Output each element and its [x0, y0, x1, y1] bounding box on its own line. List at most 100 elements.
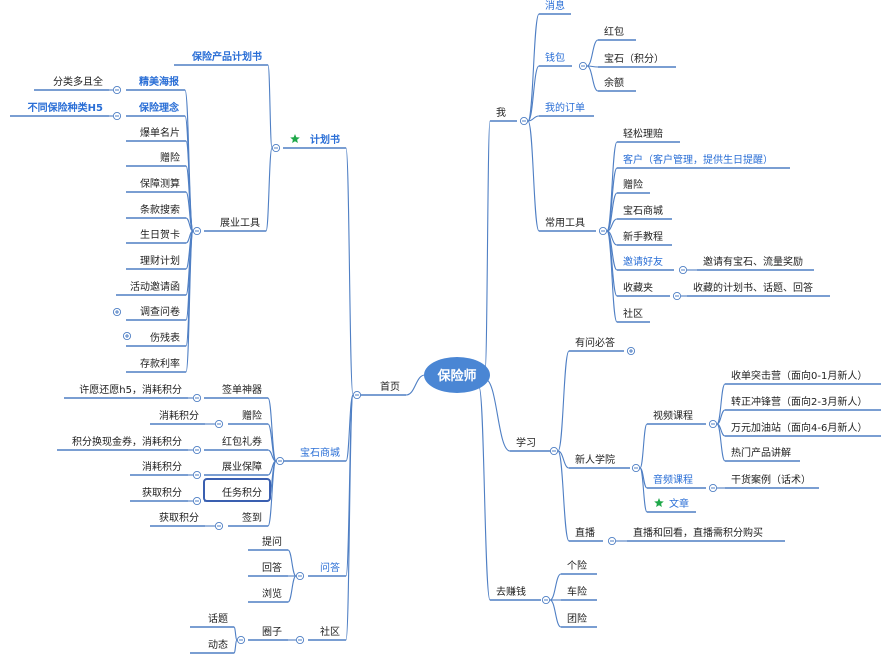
node-cunkuan[interactable]: 存款利率	[140, 357, 180, 370]
node-quanzi[interactable]: 圈子	[262, 626, 282, 638]
collapse-toggle-icon[interactable]	[541, 595, 551, 605]
node-huati[interactable]: 话题	[208, 613, 228, 625]
node-chexian[interactable]: 车险	[567, 585, 587, 598]
node-tuanxian[interactable]: 团险	[567, 612, 587, 625]
collapse-toggle-icon[interactable]	[631, 463, 641, 473]
node-wenda[interactable]: 问答	[320, 561, 340, 574]
node-zengxian[interactable]: 赠险	[623, 178, 643, 191]
node-qiandao_note[interactable]: 获取积分	[159, 512, 199, 524]
node-shengri[interactable]: 生日贺卡	[140, 228, 180, 241]
collapse-toggle-icon[interactable]	[708, 483, 718, 493]
collapse-toggle-icon[interactable]	[214, 521, 224, 531]
node-tiwen[interactable]: 提问	[262, 535, 282, 548]
node-renwu_note[interactable]: 获取积分	[142, 487, 182, 499]
node-cesuan[interactable]: 保障测算	[140, 177, 180, 190]
node-xinshou[interactable]: 新手教程	[623, 230, 663, 243]
node-linian[interactable]: 保险理念	[138, 101, 179, 114]
node-shipin[interactable]: 视频课程	[653, 409, 693, 422]
node-jingmei[interactable]: 精美海报	[139, 75, 179, 88]
node-shequ[interactable]: 社区	[320, 625, 340, 638]
node-shequ_r[interactable]: 社区	[623, 307, 643, 320]
collapse-toggle-icon[interactable]	[112, 111, 122, 121]
node-baoshishangcheng[interactable]: 宝石商城	[300, 446, 340, 459]
node-v1[interactable]: 收单突击营（面向0-1月新人）	[731, 369, 867, 382]
node-youwen[interactable]: 有问必答	[575, 336, 615, 349]
node-v4[interactable]: 热门产品讲解	[731, 446, 791, 459]
node-butong[interactable]: 不同保险种类H5	[28, 101, 103, 114]
node-yinpin[interactable]: 音频课程	[653, 473, 693, 486]
node-shouye[interactable]: 首页	[380, 380, 400, 393]
collapse-toggle-icon[interactable]	[275, 456, 285, 466]
node-licai[interactable]: 理财计划	[140, 254, 180, 267]
collapse-toggle-icon[interactable]	[214, 419, 224, 429]
expand-toggle-icon[interactable]	[122, 331, 132, 341]
expand-toggle-icon[interactable]	[112, 307, 122, 317]
node-v3[interactable]: 万元加油站（面向4-6月新人）	[731, 421, 867, 434]
node-xuexi[interactable]: 学习	[516, 436, 536, 449]
node-wo[interactable]: 我	[496, 107, 506, 119]
node-qiandao[interactable]: 签到	[242, 511, 262, 524]
node-hongbaolijuan[interactable]: 红包礼券	[222, 435, 262, 448]
node-zhanyebaozhang_note[interactable]: 消耗积分	[142, 460, 182, 473]
node-huodong[interactable]: 活动邀请函	[130, 280, 180, 293]
node-zhanye[interactable]: 展业工具	[220, 217, 260, 229]
collapse-toggle-icon[interactable]	[271, 143, 281, 153]
node-yaoqing_note[interactable]: 邀请有宝石、流量奖励	[703, 255, 803, 268]
collapse-toggle-icon[interactable]	[549, 446, 559, 456]
collapse-toggle-icon[interactable]	[192, 496, 202, 506]
node-ganhuo[interactable]: 干货案例（话术）	[731, 473, 811, 486]
expand-toggle-icon[interactable]	[626, 346, 636, 356]
node-v2[interactable]: 转正冲锋营（面向2-3月新人）	[731, 395, 867, 408]
node-qiandan_note[interactable]: 许愿还愿h5，消耗积分	[79, 383, 182, 396]
node-hongbao[interactable]: 红包	[604, 25, 624, 38]
node-diaocha[interactable]: 调查问卷	[140, 305, 180, 318]
node-baodan[interactable]: 爆单名片	[140, 126, 180, 139]
node-changyong[interactable]: 常用工具	[545, 216, 585, 229]
collapse-toggle-icon[interactable]	[708, 419, 718, 429]
node-baoshi[interactable]: 宝石（积分）	[604, 52, 664, 65]
node-wenzhang[interactable]: 文章	[669, 497, 689, 510]
node-baoxianchanpin[interactable]: 保险产品计划书	[191, 50, 262, 63]
node-qingsong[interactable]: 轻松理赔	[623, 127, 663, 140]
node-wodedingdan[interactable]: 我的订单	[545, 101, 585, 114]
collapse-toggle-icon[interactable]	[672, 291, 682, 301]
node-jihuashu[interactable]: 计划书	[310, 133, 340, 146]
node-zhibo_note[interactable]: 直播和回看，直播需积分购买	[633, 526, 763, 539]
node-zengxian_l[interactable]: 赠险	[160, 151, 180, 164]
collapse-toggle-icon[interactable]	[192, 445, 202, 455]
node-yaoqing[interactable]: 邀请好友	[623, 255, 663, 268]
node-tiaokuan[interactable]: 条款搜索	[140, 203, 180, 216]
collapse-toggle-icon[interactable]	[192, 393, 202, 403]
collapse-toggle-icon[interactable]	[352, 390, 362, 400]
node-liulan[interactable]: 浏览	[262, 587, 282, 600]
node-dongtai[interactable]: 动态	[208, 638, 228, 651]
collapse-toggle-icon[interactable]	[236, 635, 246, 645]
collapse-toggle-icon[interactable]	[519, 116, 529, 126]
node-shangcan[interactable]: 伤残表	[150, 331, 180, 344]
node-xiaoxi[interactable]: 消息	[545, 0, 565, 12]
node-yue[interactable]: 余额	[604, 76, 624, 89]
node-renwu[interactable]: 任务积分	[222, 486, 262, 499]
node-zhanyebaozhang[interactable]: 展业保障	[222, 460, 262, 473]
collapse-toggle-icon[interactable]	[295, 635, 305, 645]
node-qianbao[interactable]: 钱包	[545, 51, 565, 64]
node-kehu[interactable]: 客户（客户管理，提供生日提醒）	[623, 153, 773, 166]
node-zhibo[interactable]: 直播	[575, 526, 595, 539]
node-qiandan[interactable]: 签单神器	[222, 383, 262, 396]
node-shoucang_note[interactable]: 收藏的计划书、话题、回答	[693, 281, 813, 294]
node-zengxian_b[interactable]: 赠险	[242, 409, 262, 422]
collapse-toggle-icon[interactable]	[607, 536, 617, 546]
collapse-toggle-icon[interactable]	[598, 226, 608, 236]
node-hongbaolijuan_note[interactable]: 积分换现金券，消耗积分	[72, 435, 182, 448]
node-fenlei[interactable]: 分类多且全	[53, 75, 103, 88]
node-xinren[interactable]: 新人学院	[575, 453, 615, 466]
node-shoucangjia[interactable]: 收藏夹	[623, 281, 653, 294]
collapse-toggle-icon[interactable]	[192, 470, 202, 480]
node-zengxian_b_note[interactable]: 消耗积分	[159, 409, 199, 422]
collapse-toggle-icon[interactable]	[192, 226, 202, 236]
node-huida[interactable]: 回答	[262, 561, 282, 574]
node-baoshishangcheng_r[interactable]: 宝石商城	[623, 204, 663, 217]
node-quzhuan[interactable]: 去赚钱	[496, 585, 526, 598]
central-topic[interactable]: 保险师	[424, 357, 490, 393]
collapse-toggle-icon[interactable]	[678, 265, 688, 275]
